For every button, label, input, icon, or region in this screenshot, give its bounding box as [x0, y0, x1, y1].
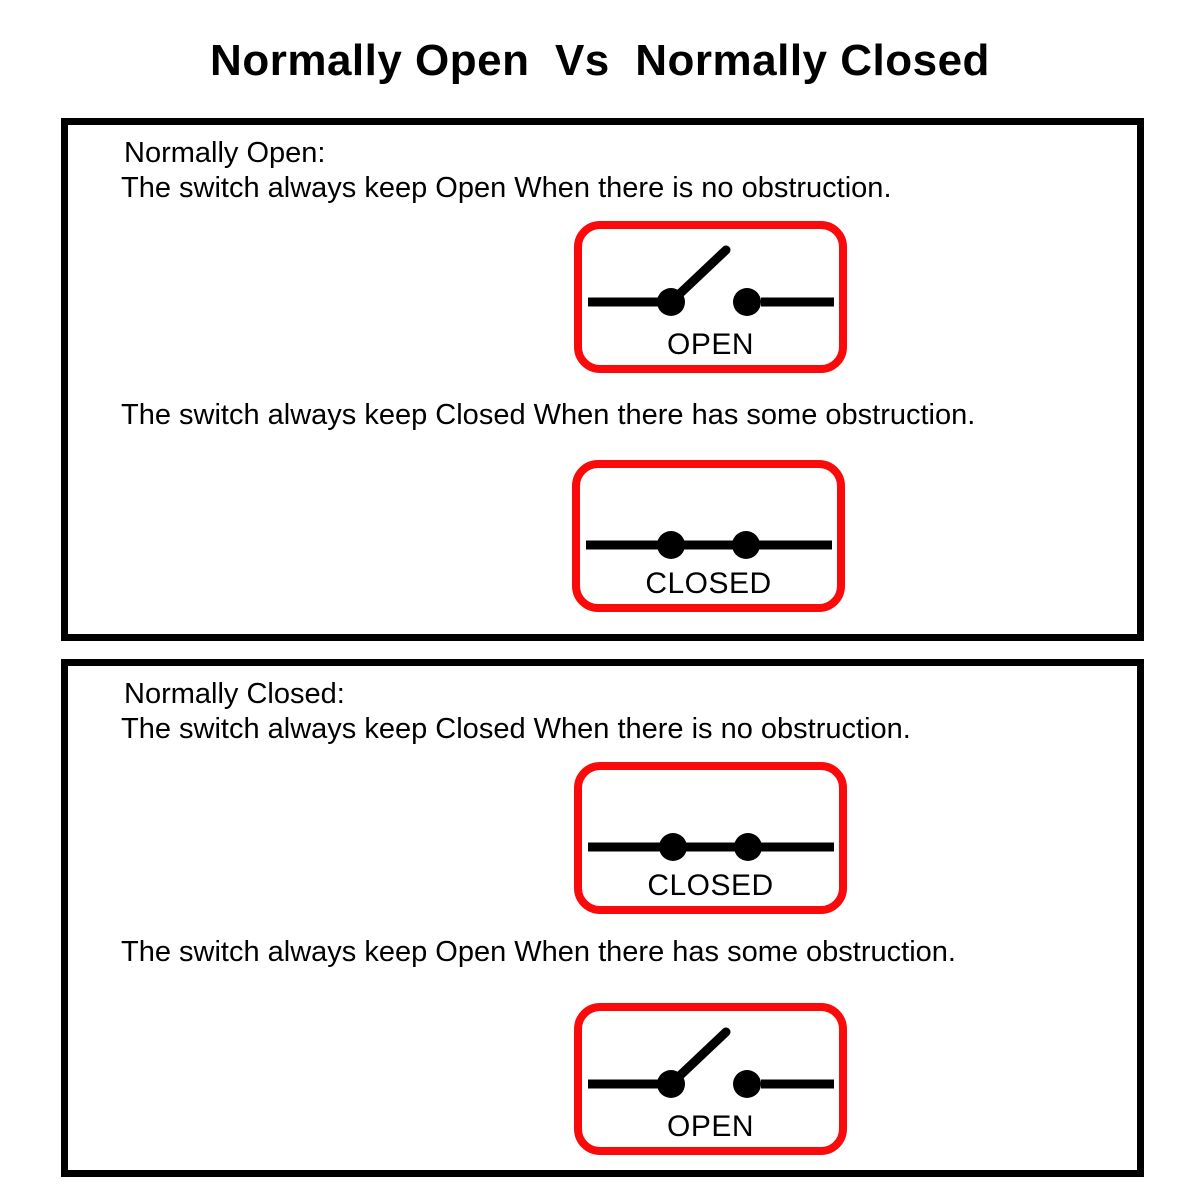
switch-card-open: OPEN: [574, 1003, 847, 1155]
closed-switch-symbol: [585, 531, 832, 559]
panel-heading: Normally Open:: [124, 137, 326, 169]
switch-state-label: CLOSED: [647, 869, 774, 902]
page-title: Normally Open Vs Normally Closed: [210, 36, 990, 85]
panel-description-line: The switch always keep Closed When there…: [121, 713, 911, 745]
normally-closed-panel: Normally Closed: The switch always keep …: [61, 659, 1144, 1177]
panel-description-line: The switch always keep Open When there h…: [121, 936, 956, 968]
switch-state-label: OPEN: [666, 1110, 755, 1143]
closed-switch-symbol: [587, 833, 834, 861]
switch-card-closed: CLOSED: [572, 460, 845, 612]
open-switch-symbol: [587, 1027, 834, 1098]
switch-card-closed: CLOSED: [574, 762, 847, 914]
panel-description-line: The switch always keep Open When there i…: [121, 172, 892, 204]
switch-card-open: OPEN: [574, 221, 847, 373]
switch-state-label: OPEN: [666, 328, 755, 361]
panel-heading: Normally Closed:: [124, 678, 345, 710]
normally-open-panel: Normally Open: The switch always keep Op…: [61, 118, 1144, 641]
open-switch-symbol: [587, 245, 834, 316]
switch-state-label: CLOSED: [645, 567, 772, 600]
panel-description-line: The switch always keep Closed When there…: [121, 399, 976, 431]
